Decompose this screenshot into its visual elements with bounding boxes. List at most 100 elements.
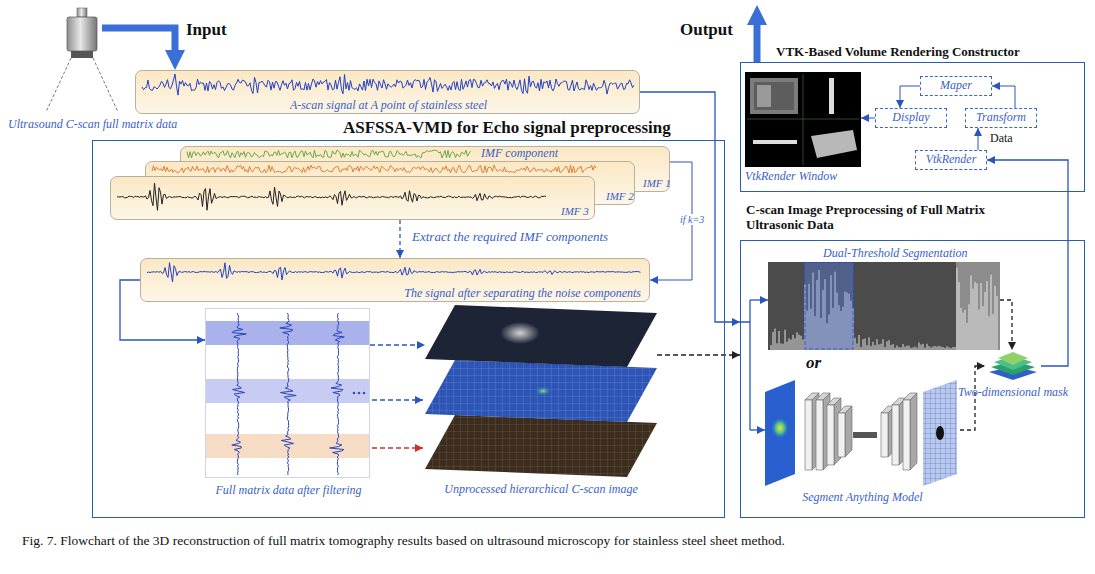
- histogram-bar: [893, 344, 894, 350]
- histogram-bar: [917, 348, 918, 350]
- histogram-bar: [781, 343, 782, 350]
- transducer-icon: [62, 8, 102, 66]
- histogram-bar: [965, 310, 966, 350]
- figure-caption: Fig. 7. Flowchart of the 3D reconstructi…: [22, 533, 1077, 549]
- illustration-part: [811, 130, 857, 158]
- node-label: Unprocessed hierarchical C-scan image: [425, 483, 657, 496]
- histogram-bar: [951, 348, 952, 350]
- text-slot: Unprocessed hierarchical C-scan image: [425, 483, 657, 496]
- histogram-bar: [789, 338, 790, 350]
- text-slot: Segment Anything Model: [765, 491, 960, 504]
- text-slot: The signal after separating the noise co…: [141, 287, 641, 300]
- illustration-part: [745, 72, 861, 167]
- histogram-bar: [971, 275, 972, 350]
- histogram-bar: [931, 348, 932, 351]
- node-label: Display: [892, 111, 929, 124]
- histogram-bar: [791, 340, 792, 350]
- edge-label: Data: [990, 131, 1013, 146]
- histogram-bar: [989, 316, 990, 350]
- histogram-bar: [953, 347, 954, 350]
- text-slot: IMF component: [481, 147, 558, 160]
- histogram-bar: [979, 309, 980, 350]
- imf-box: IMF 3: [110, 176, 595, 220]
- waveform: [117, 183, 546, 210]
- matrix-panel: Full matrix data after filtering: [205, 308, 370, 478]
- edge-label: Extract the required IMF components: [412, 230, 608, 244]
- text-slot: A-scan signal at A point of stainless st…: [136, 99, 641, 112]
- histogram-bar: [921, 345, 922, 350]
- histogram-bar: [859, 335, 860, 350]
- illustration-part: [829, 78, 834, 114]
- text-slot: Two-dimensional mask: [953, 386, 1073, 399]
- illustration-part: [425, 305, 657, 367]
- histogram-bar: [869, 337, 870, 350]
- histogram-bar: [949, 347, 950, 350]
- node-label: Full matrix data after filtering: [191, 484, 386, 497]
- render-views: [745, 72, 861, 167]
- illustration-part: [805, 393, 917, 470]
- layer-arrow: [372, 447, 423, 449]
- histogram-bar: [935, 346, 936, 350]
- illustration-part: [425, 360, 657, 422]
- text-slot: Ultrasound C-scan full matrix data: [8, 118, 218, 131]
- histogram-bar: [913, 347, 914, 350]
- text-slot: C-scan Image Preprocessing of Full Matri…: [746, 203, 986, 233]
- connector: [900, 86, 920, 108]
- render-window: VtkRender Window: [745, 72, 861, 167]
- histogram-bar: [977, 283, 978, 350]
- illustration-part: [358, 392, 361, 395]
- histogram-bar: [879, 344, 880, 350]
- histogram-bar: [929, 346, 930, 350]
- histogram-bar: [967, 323, 968, 350]
- node-label: Dual-Threshold Segmentation: [823, 247, 968, 260]
- histogram-bar: [793, 335, 794, 350]
- histogram-bar: [883, 339, 884, 350]
- histogram-bar: [779, 331, 780, 350]
- bracket-line: [741, 300, 750, 430]
- histogram-bar: [903, 344, 904, 350]
- network-layer: [892, 405, 899, 465]
- histogram-bar: [993, 314, 994, 350]
- output-arrow: [754, 19, 761, 62]
- histogram-bar: [987, 281, 988, 350]
- mask-figure: [985, 350, 1041, 382]
- cscan-layers: [425, 305, 657, 480]
- connector: [657, 354, 740, 356]
- text-slot: Dual-Threshold Segmentation: [823, 247, 968, 260]
- text-slot: VTK-Based Volume Rendering Constructor: [776, 45, 1020, 60]
- node-label: A-scan signal at A point of stainless st…: [136, 99, 641, 112]
- connector: [978, 128, 979, 150]
- free-label: or: [806, 353, 821, 373]
- network-layer: [827, 405, 834, 465]
- network-link: [853, 432, 877, 438]
- text-slot: VtkRender Window: [745, 170, 837, 183]
- bracket-arrow: [750, 299, 768, 300]
- connector: [399, 220, 400, 258]
- network-layer: [838, 413, 845, 457]
- sam-network: Segment Anything Model: [765, 378, 960, 488]
- histogram-bar: [795, 338, 796, 350]
- network-layer: [903, 400, 910, 470]
- histogram-bar: [771, 345, 772, 350]
- histogram-bar: [889, 340, 890, 350]
- network-layer: [845, 406, 852, 457]
- illustration-part: [206, 321, 369, 345]
- text-slot: Display: [876, 109, 946, 127]
- node-label: Ultrasound C-scan full matrix data: [8, 118, 218, 131]
- waveform: [330, 313, 345, 475]
- illustration-part: [805, 263, 853, 349]
- connector: [1000, 300, 1012, 350]
- illustration-part: [754, 82, 794, 110]
- waveform: [280, 313, 296, 475]
- histogram-bar: [981, 283, 982, 350]
- network-layer: [816, 400, 823, 470]
- histogram-bar: [785, 330, 786, 350]
- histogram-bar: [939, 346, 940, 350]
- waveform: [152, 165, 596, 173]
- text-slot: Maper: [921, 77, 991, 95]
- histogram-bar: [885, 347, 886, 350]
- histogram-bar: [997, 296, 998, 350]
- edge-label: if k=3: [678, 214, 706, 225]
- waveform: [232, 313, 246, 475]
